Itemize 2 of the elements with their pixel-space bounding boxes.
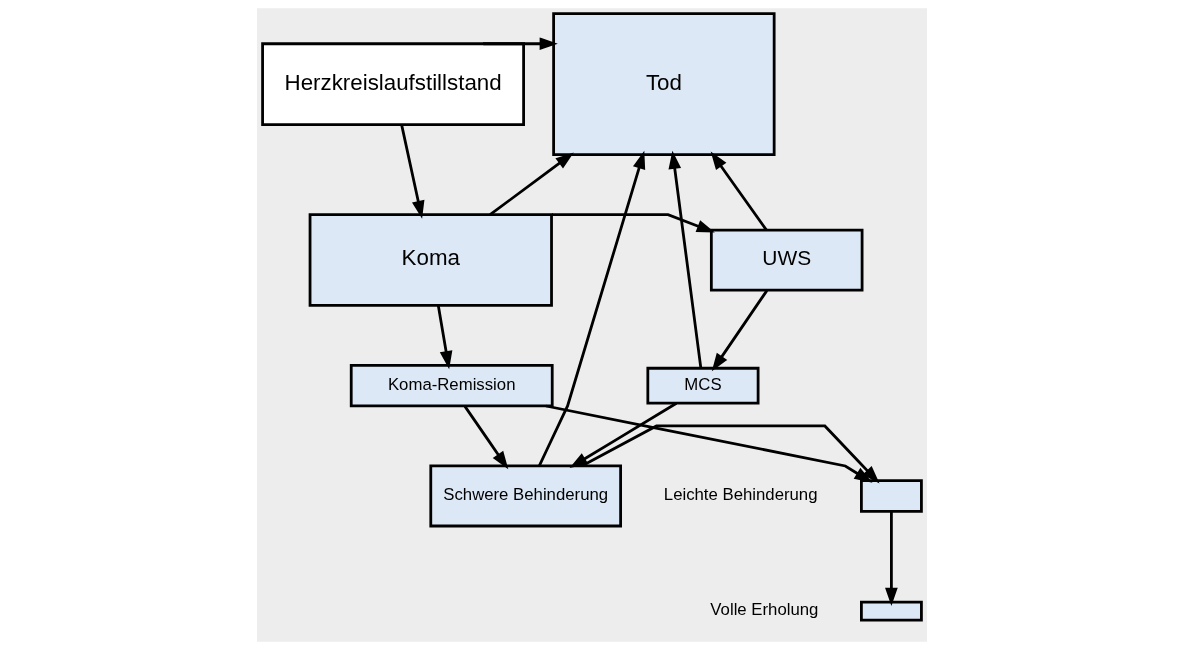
node-label: Leichte Behinderung <box>663 485 817 505</box>
node-label: Volle Erholung <box>709 600 818 620</box>
